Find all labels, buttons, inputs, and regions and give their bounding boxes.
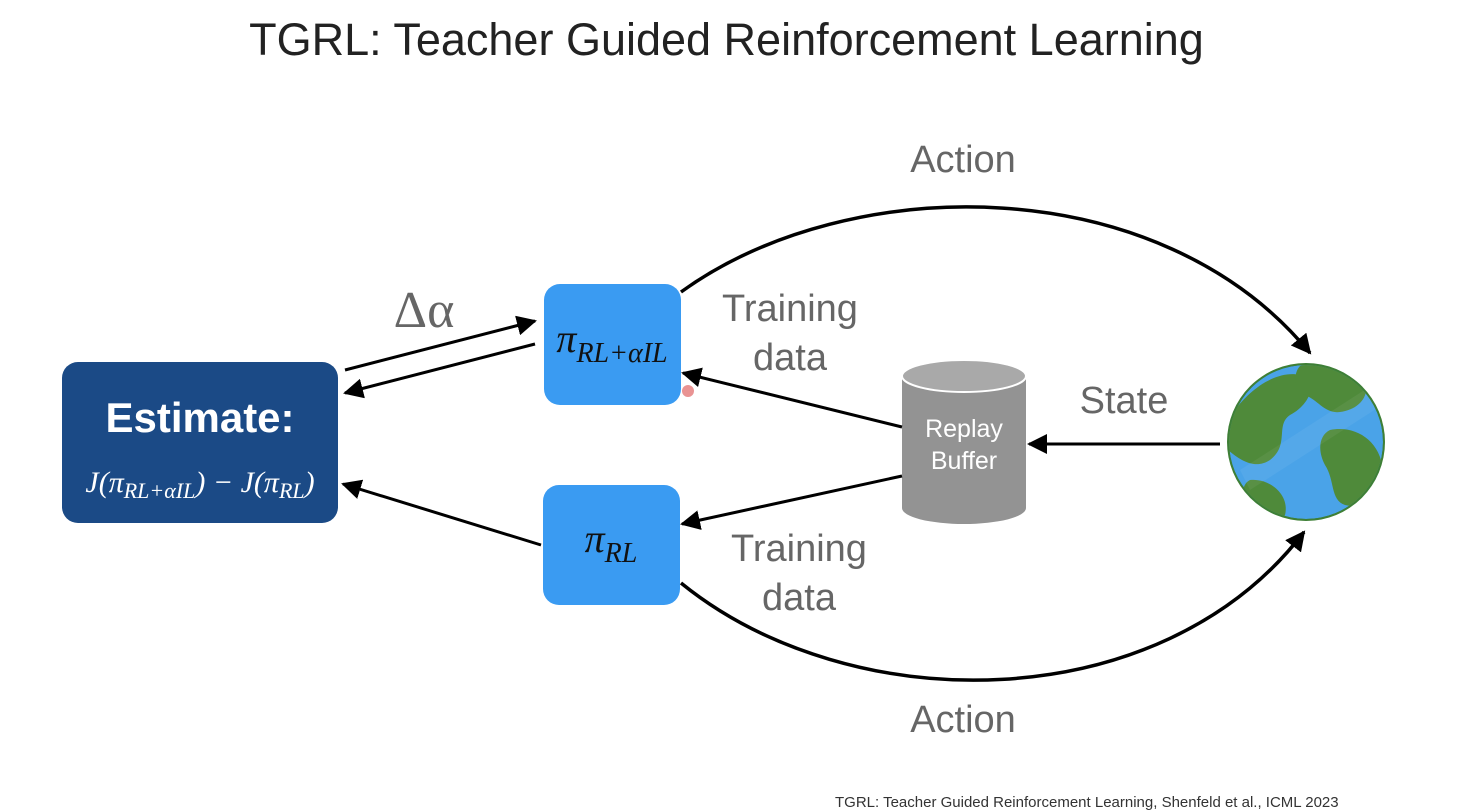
policy-rl-box: πRL (543, 485, 680, 605)
arrow-estimate-to-policy (344, 315, 537, 372)
estimate-heading: Estimate: (105, 394, 294, 441)
formula-pi2: π (264, 466, 280, 499)
arrow-buffer-to-top-policy (681, 367, 903, 429)
formula-mid: ) − J( (193, 466, 266, 499)
estimate-box: Estimate: J(πRL+αIL) − J(πRL) (62, 362, 338, 523)
policy-top-label: πRL+αIL (556, 316, 667, 369)
policy-bottom-label: πRL (585, 516, 638, 569)
training-bottom-line2: data (762, 577, 837, 619)
replay-buffer-line2: Buffer (931, 447, 997, 475)
earth-globe-icon (1227, 363, 1385, 521)
estimate-formula: J(πRL+αIL) − J(πRL) (85, 466, 314, 503)
slide-title: TGRL: Teacher Guided Reinforcement Learn… (249, 14, 1204, 65)
action-top-label: Action (910, 139, 1016, 181)
arrow-policy-to-estimate (343, 342, 536, 399)
replay-buffer-line1: Replay (925, 415, 1003, 443)
replay-buffer: Replay Buffer (901, 359, 1027, 524)
arrow-action-bottom (679, 530, 1306, 682)
formula-pi1: π (109, 466, 125, 499)
formula-sub1: RL+αIL (123, 478, 196, 503)
training-top-line2: data (753, 337, 828, 379)
training-top-line1: Training (722, 288, 858, 330)
policy-rl-alpha-il-box: πRL+αIL (544, 284, 681, 405)
formula-j1: J( (85, 466, 110, 499)
policy-top-sub: RL+αIL (575, 338, 667, 369)
formula-end: ) (303, 466, 315, 499)
delta-alpha-label: Δα (394, 282, 455, 339)
policy-bottom-pi: π (585, 516, 606, 561)
formula-sub2: RL (278, 478, 305, 503)
policy-bottom-sub: RL (604, 538, 638, 569)
state-label: State (1080, 380, 1169, 422)
arrow-rl-policy-to-estimate (341, 479, 542, 547)
pointer-dot (682, 385, 694, 397)
action-bottom-label: Action (910, 699, 1016, 741)
arrow-action-top (679, 205, 1312, 355)
arrow-buffer-to-bottom-policy (680, 474, 903, 530)
citation-footer: TGRL: Teacher Guided Reinforcement Learn… (835, 794, 1339, 811)
policy-top-pi: π (556, 316, 577, 361)
training-bottom-line1: Training (731, 528, 867, 570)
